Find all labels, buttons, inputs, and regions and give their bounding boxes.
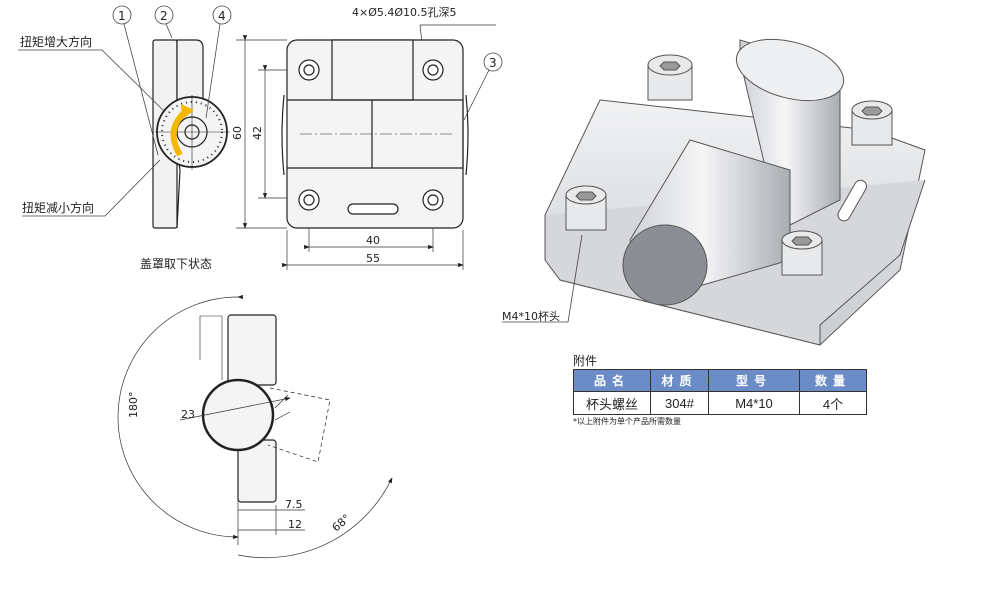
torque-increase-label: 扭矩增大方向: [20, 34, 92, 49]
rotation-view: [199, 314, 331, 503]
dim-12: 12: [288, 518, 302, 531]
cell-material: 304#: [650, 391, 709, 415]
cell-name: 杯头螺丝: [573, 391, 651, 415]
dim-40: 40: [366, 234, 380, 247]
table-header-row: 品名 材质 型号 数量: [573, 369, 867, 392]
accessories-table: 品名 材质 型号 数量 杯头螺丝 304# M4*10 4个: [573, 369, 867, 415]
header-quantity: 数量: [799, 369, 867, 392]
hinge-3d-render: [544, 38, 926, 346]
accessories-title: 附件: [573, 354, 598, 368]
torque-decrease-label: 扭矩减小方向: [22, 200, 94, 215]
hole-spec-label: 4×Ø5.4Ø10.5孔深5: [352, 6, 457, 19]
cell-quantity: 4个: [799, 391, 867, 415]
cell-model: M4*10: [708, 391, 800, 415]
callout-3: 3: [489, 56, 497, 70]
header-name: 品名: [573, 369, 651, 392]
front-view: [281, 39, 469, 229]
side-view: [152, 39, 230, 229]
callout-2: 2: [160, 9, 168, 23]
header-material: 材质: [650, 369, 709, 392]
dim-7-5: 7.5: [285, 498, 303, 511]
table-row: 杯头螺丝 304# M4*10 4个: [573, 391, 867, 415]
callout-1: 1: [118, 9, 126, 23]
dim-68-degrees: 68°: [330, 512, 353, 534]
dim-60: 60: [231, 126, 244, 140]
callout-4: 4: [218, 9, 226, 23]
dim-55: 55: [366, 252, 380, 265]
accessories-note: *以上附件为单个产品所需数量: [573, 417, 681, 426]
dim-42: 42: [251, 126, 264, 140]
header-model: 型号: [708, 369, 800, 392]
screw-label: M4*10杯头: [502, 309, 560, 323]
dim-180-degrees: 180°: [127, 392, 140, 419]
cover-removed-label: 盖罩取下状态: [140, 257, 212, 271]
dim-23: 23: [181, 408, 195, 421]
